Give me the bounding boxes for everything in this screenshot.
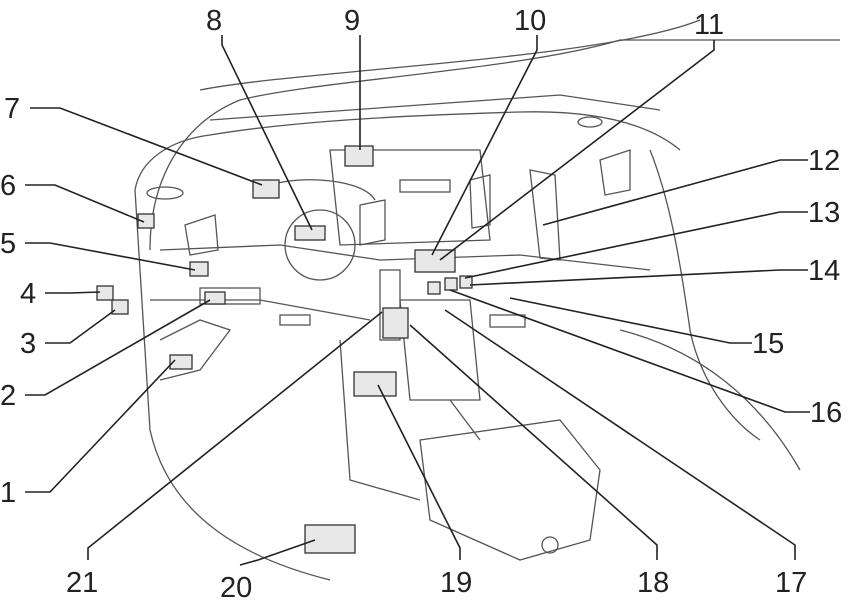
leader-lines <box>25 35 810 566</box>
callout-18: 18 <box>637 567 669 599</box>
callout-5: 5 <box>0 228 16 260</box>
callout-8: 8 <box>206 5 222 37</box>
callout-6: 6 <box>0 170 16 202</box>
components <box>96 145 473 554</box>
callout-15: 15 <box>752 328 784 360</box>
callout-3: 3 <box>20 328 36 360</box>
callout-10: 10 <box>514 5 546 37</box>
callout-14: 14 <box>808 255 840 287</box>
callout-16: 16 <box>810 397 842 429</box>
dashboard-drawing <box>134 19 840 581</box>
callout-17: 17 <box>775 567 807 599</box>
callout-2: 2 <box>0 380 16 412</box>
callout-12: 12 <box>808 145 840 177</box>
callout-1: 1 <box>0 477 16 509</box>
callout-labels: 1 2 3 4 5 6 7 8 9 10 11 12 13 14 15 16 1… <box>0 5 842 600</box>
callout-9: 9 <box>344 5 360 37</box>
callout-11: 11 <box>694 9 724 41</box>
callout-21: 21 <box>66 567 98 599</box>
callout-19: 19 <box>440 567 472 599</box>
callout-13: 13 <box>808 197 840 229</box>
callout-7: 7 <box>4 93 20 125</box>
callout-4: 4 <box>20 278 36 310</box>
callout-20: 20 <box>220 572 252 600</box>
